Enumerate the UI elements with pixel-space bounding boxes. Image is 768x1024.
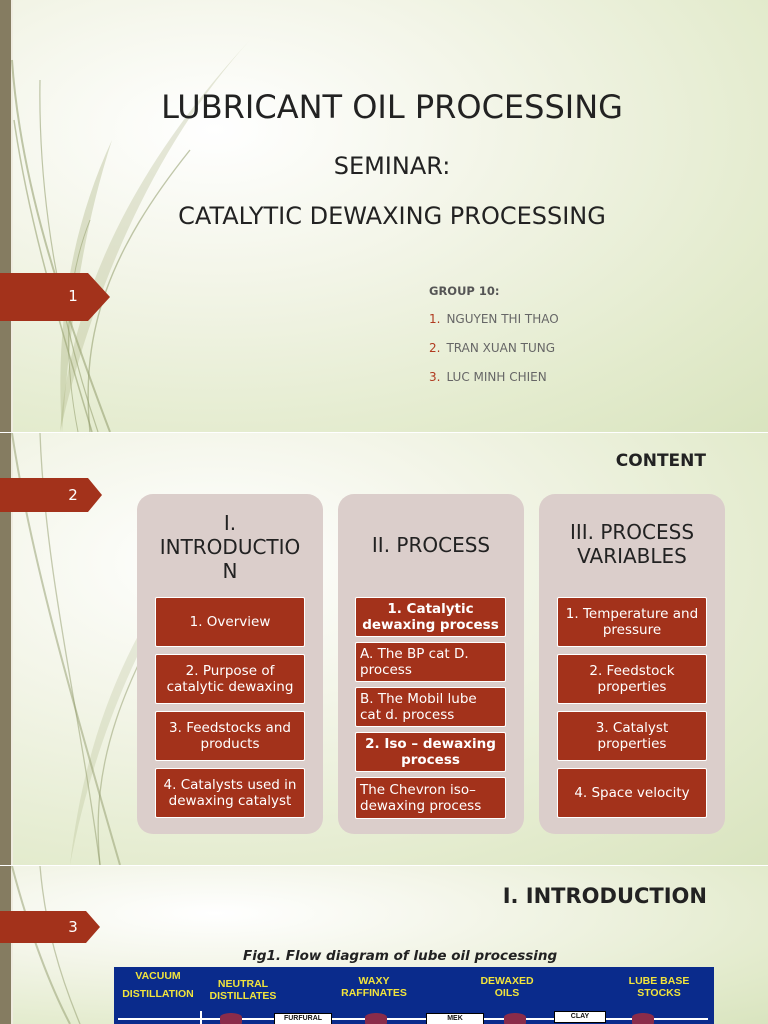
column-title-line: I. (223, 511, 237, 535)
topic-item-catalysts[interactable]: 4. Catalysts used in dewaxing catalyst (155, 768, 305, 818)
figure-caption: Fig1. Flow diagram of lube oil processin… (243, 948, 558, 964)
column-title: I. INTRODUCTIO N (137, 511, 323, 583)
diagram-label-vacuum: VACUUM (135, 970, 181, 982)
storage-tank (220, 1013, 242, 1024)
member-item: 1. NGUYEN THI THAO (429, 312, 559, 326)
topic-item-feedstock-properties[interactable]: 2. Feedstock properties (557, 654, 707, 704)
topic-item-mobil-lube[interactable]: B. The Mobil lube cat d. process (355, 687, 506, 727)
storage-tank (365, 1013, 387, 1024)
slide-heading: I. INTRODUCTION (502, 884, 707, 908)
unit-box-furfural: FURFURAL (274, 1013, 332, 1024)
column-title: II. PROCESS (371, 533, 491, 557)
member-name: TRAN XUAN TUNG (446, 341, 556, 355)
column-title-line: III. PROCESS (569, 520, 695, 544)
topic-item-iso-dewaxing[interactable]: 2. Iso – dewaxing process (355, 732, 506, 772)
storage-tank (504, 1013, 526, 1024)
member-name: NGUYEN THI THAO (446, 312, 559, 326)
slide-left-bar (0, 433, 11, 865)
flow-diagram: VACUUM DISTILLATION NEUTRAL DISTILLATES … (114, 967, 714, 1024)
topic-item-bp-catd[interactable]: A. The BP cat D. process (355, 642, 506, 682)
member-number: 2. (429, 341, 441, 355)
diagram-label-lube-base-stocks: LUBE BASE STOCKS (628, 975, 690, 999)
topic-item-catalytic-dewaxing[interactable]: 1. Catalytic dewaxing process (355, 597, 506, 637)
storage-tank (632, 1013, 654, 1024)
slide-title: LUBRICANT OIL PROCESSING (161, 88, 623, 126)
unit-box-mek: MEK (426, 1013, 484, 1024)
column-title-line: VARIABLES (577, 544, 687, 568)
column-title-line: INTRODUCTIO (159, 535, 301, 559)
topic-item-catalyst-properties[interactable]: 3. Catalyst properties (557, 711, 707, 761)
topic-item-overview[interactable]: 1. Overview (155, 597, 305, 647)
slide-number-badge: 1 (0, 273, 110, 321)
topic-item-purpose[interactable]: 2. Purpose of catalytic dewaxing (155, 654, 305, 704)
slide-left-bar (0, 866, 11, 1024)
slide-number: 3 (68, 918, 78, 936)
diagram-label-dewaxed-oils: DEWAXED OILS (480, 975, 534, 999)
content-column-process: II. PROCESS 1. Catalytic dewaxing proces… (338, 494, 524, 834)
content-column-introduction: I. INTRODUCTIO N 1. Overview 2. Purpose … (137, 494, 323, 834)
slide-left-bar (0, 0, 11, 432)
slide-1[interactable]: 1 LUBRICANT OIL PROCESSING SEMINAR: CATA… (0, 0, 768, 432)
member-item: 3. LUC MINH CHIEN (429, 370, 547, 384)
member-item: 2. TRAN XUAN TUNG (429, 341, 555, 355)
slide-number-badge: 3 (0, 911, 110, 959)
member-name: LUC MINH CHIEN (446, 370, 547, 384)
flow-line (200, 1011, 202, 1024)
column-title: III. PROCESS VARIABLES (539, 520, 725, 568)
slide-number-badge: 2 (0, 478, 110, 526)
topic-item-space-velocity[interactable]: 4. Space velocity (557, 768, 707, 818)
unit-box-clay: CLAY (554, 1011, 606, 1023)
group-label: GROUP 10: (429, 284, 500, 298)
topic-item-feedstocks[interactable]: 3. Feedstocks and products (155, 711, 305, 761)
flow-line (118, 1018, 708, 1020)
slide-subtitle-topic: CATALYTIC DEWAXING PROCESSING (178, 202, 606, 230)
column-title-line: N (222, 559, 238, 583)
member-number: 1. (429, 312, 441, 326)
slide-number: 2 (68, 486, 78, 504)
slide-number: 1 (68, 287, 78, 305)
slide-subtitle: SEMINAR: (333, 152, 451, 180)
slide-3[interactable]: 3 I. INTRODUCTION Fig1. Flow diagram of … (0, 866, 768, 1024)
diagram-label-neutral-distillates: NEUTRAL DISTILLATES (209, 978, 277, 1002)
content-column-process-variables: III. PROCESS VARIABLES 1. Temperature an… (539, 494, 725, 834)
member-number: 3. (429, 370, 441, 384)
topic-item-temperature[interactable]: 1. Temperature and pressure (557, 597, 707, 647)
slide-2[interactable]: 2 CONTENT I. INTRODUCTIO N 1. Overview 2… (0, 433, 768, 865)
diagram-label-distillation: DISTILLATION (122, 988, 194, 1000)
slide-heading: CONTENT (615, 451, 706, 471)
diagram-label-waxy-raffinates: WAXY RAFFINATES (341, 975, 407, 999)
topic-item-chevron[interactable]: The Chevron iso–dewaxing process (355, 777, 506, 819)
